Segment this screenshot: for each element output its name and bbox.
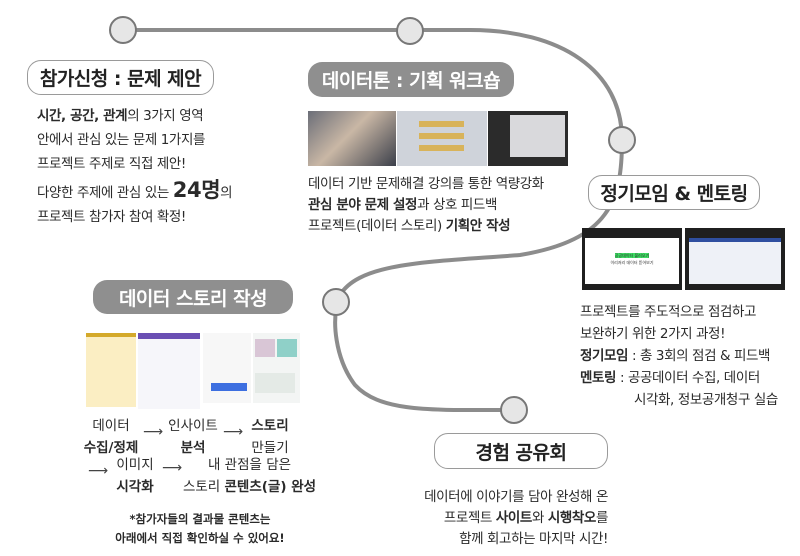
flow-step-collect: 데이터 수집/정제 <box>80 415 142 459</box>
arrow-icon: ⟶ <box>223 424 244 440</box>
apply-line5: 프로젝트 참가자 참여 확정! <box>37 209 186 225</box>
step-meeting-description: 프로젝트를 주도적으로 점검하고 보완하기 위한 2가지 과정! 정기모임 : … <box>580 301 778 411</box>
datathon-line3-bold: 기획안 작성 <box>445 218 511 234</box>
step-share-description: 데이터에 이야기를 담아 완성해 온 프로젝트 사이트와 시행착오를 함께 회고… <box>398 487 608 550</box>
story-doc-1 <box>86 333 136 407</box>
meeting-line5: 시각화, 정보공개청구 실습 <box>634 392 778 408</box>
story-doc-4 <box>253 333 300 403</box>
flow-collect-bottom: 수집/정제 <box>83 440 139 456</box>
step-share-title: 경험 공유회 <box>434 433 608 469</box>
flow-step-story: 스토리 만들기 <box>245 415 295 459</box>
meeting-line4-rest: : 공공데이터 수집, 데이터 <box>616 370 760 386</box>
flow-analyze-bottom: 분석 <box>180 440 206 456</box>
workshop-photo-3 <box>488 111 568 166</box>
flow-complete-pre: 스토리 <box>182 479 225 495</box>
workshop-photo-2 <box>397 111 487 166</box>
datathon-line2-bold: 관심 분야 문제 설정 <box>308 197 418 213</box>
share-line2-bold2: 시행착오 <box>547 510 596 526</box>
apply-line1-bold: 시간, 공간, 관계 <box>37 108 128 124</box>
flow-visualize-top: 이미지 <box>116 457 154 473</box>
step-apply-title: 참가신청 : 문제 제안 <box>27 60 214 95</box>
meeting-line4-bold: 멘토링 <box>580 370 617 386</box>
step-story-title-text: 데이터 스토리 작성 <box>118 287 268 310</box>
flow-complete-bold: 콘텐츠(글) 완성 <box>224 479 317 495</box>
step-story-title: 데이터 스토리 작성 <box>93 280 293 314</box>
meeting-line1: 프로젝트를 주도적으로 점검하고 <box>580 304 757 320</box>
arrow-icon: ⟶ <box>88 463 109 479</box>
share-line3: 함께 회고하는 마지막 시간! <box>459 531 608 547</box>
meeting-line3-rest: : 총 3회의 점검 & 피드백 <box>628 348 771 364</box>
story-note-line2: 아래에서 직접 확인하실 수 있어요! <box>115 531 285 545</box>
datathon-line3-pre: 프로젝트(데이터 스토리) <box>308 218 446 234</box>
timeline-node-5 <box>500 396 528 424</box>
timeline-node-4 <box>322 288 350 316</box>
apply-line4-post: 의 <box>220 185 233 201</box>
flow-story-top: 스토리 <box>251 418 289 434</box>
story-note: *참가자들의 결과물 콘텐츠는 아래에서 직접 확인하실 수 있어요! <box>100 510 300 548</box>
flow-step-analyze: 인사이트 분석 <box>163 415 223 459</box>
step-datathon-title-text: 데이터톤 : 기획 워크숍 <box>321 70 501 92</box>
flow-complete-top: 내 관점을 담은 <box>207 457 292 473</box>
step-share-title-text: 경험 공유회 <box>475 441 567 464</box>
apply-line2: 안에서 관심 있는 문제 1가지를 <box>37 132 205 148</box>
arrow-icon: ⟶ <box>143 424 164 440</box>
share-line2-bold1: 사이트 <box>495 510 532 526</box>
screen-text-2: 이리저리 데이터 뜯어보기 <box>610 260 654 265</box>
step-datathon-title: 데이터톤 : 기획 워크숍 <box>308 62 514 97</box>
datathon-line2-rest: 과 상호 피드백 <box>417 197 497 213</box>
share-line1: 데이터에 이야기를 담아 완성해 온 <box>424 489 608 505</box>
apply-line1-rest: 의 3가지 영역 <box>127 108 204 124</box>
arrow-icon: ⟶ <box>162 460 183 476</box>
step-meeting-title: 정기모임 & 멘토링 <box>588 175 760 210</box>
meeting-screenshot-1: 공공데이터 불러오기 이리저리 데이터 뜯어보기 <box>582 228 682 290</box>
meeting-line2: 보완하기 위한 2가지 과정! <box>580 326 726 342</box>
flow-step-visualize: 이미지 시각화 <box>110 454 160 498</box>
step-apply-description: 시간, 공간, 관계의 3가지 영역 안에서 관심 있는 문제 1가지를 프로젝… <box>37 104 233 229</box>
workshop-photo-1 <box>308 111 396 166</box>
meeting-line3-bold: 정기모임 <box>580 348 629 364</box>
screen-text-1: 공공데이터 불러오기 <box>614 253 650 258</box>
apply-line3: 프로젝트 주제로 직접 제안! <box>37 156 186 172</box>
story-doc-3 <box>203 333 251 403</box>
share-line2-mid: 와 <box>531 510 548 526</box>
timeline-node-1 <box>109 16 137 44</box>
participant-count: 24명 <box>172 178 221 202</box>
step-meeting-title-text: 정기모임 & 멘토링 <box>600 183 748 205</box>
step-apply-title-text: 참가신청 : 문제 제안 <box>39 68 202 90</box>
datathon-line1: 데이터 기반 문제해결 강의를 통한 역량강화 <box>308 176 544 192</box>
share-line2-post: 를 <box>595 510 608 526</box>
story-doc-2 <box>138 333 200 409</box>
flow-analyze-top: 인사이트 <box>168 418 218 434</box>
timeline-node-2 <box>396 17 424 45</box>
flow-step-complete: 내 관점을 담은 스토리 콘텐츠(글) 완성 <box>182 454 317 498</box>
flow-story-bottom: 만들기 <box>251 440 289 456</box>
flow-collect-top: 데이터 <box>92 418 130 434</box>
timeline-node-3 <box>608 126 636 154</box>
flow-visualize-bottom: 시각화 <box>116 479 154 495</box>
apply-line4-pre: 다양한 주제에 관심 있는 <box>37 185 173 201</box>
share-line2-pre: 프로젝트 <box>443 510 496 526</box>
meeting-screenshot-2 <box>685 228 785 290</box>
step-datathon-description: 데이터 기반 문제해결 강의를 통한 역량강화 관심 분야 문제 설정과 상호 … <box>308 174 544 237</box>
story-note-line1: *참가자들의 결과물 콘텐츠는 <box>129 512 271 526</box>
